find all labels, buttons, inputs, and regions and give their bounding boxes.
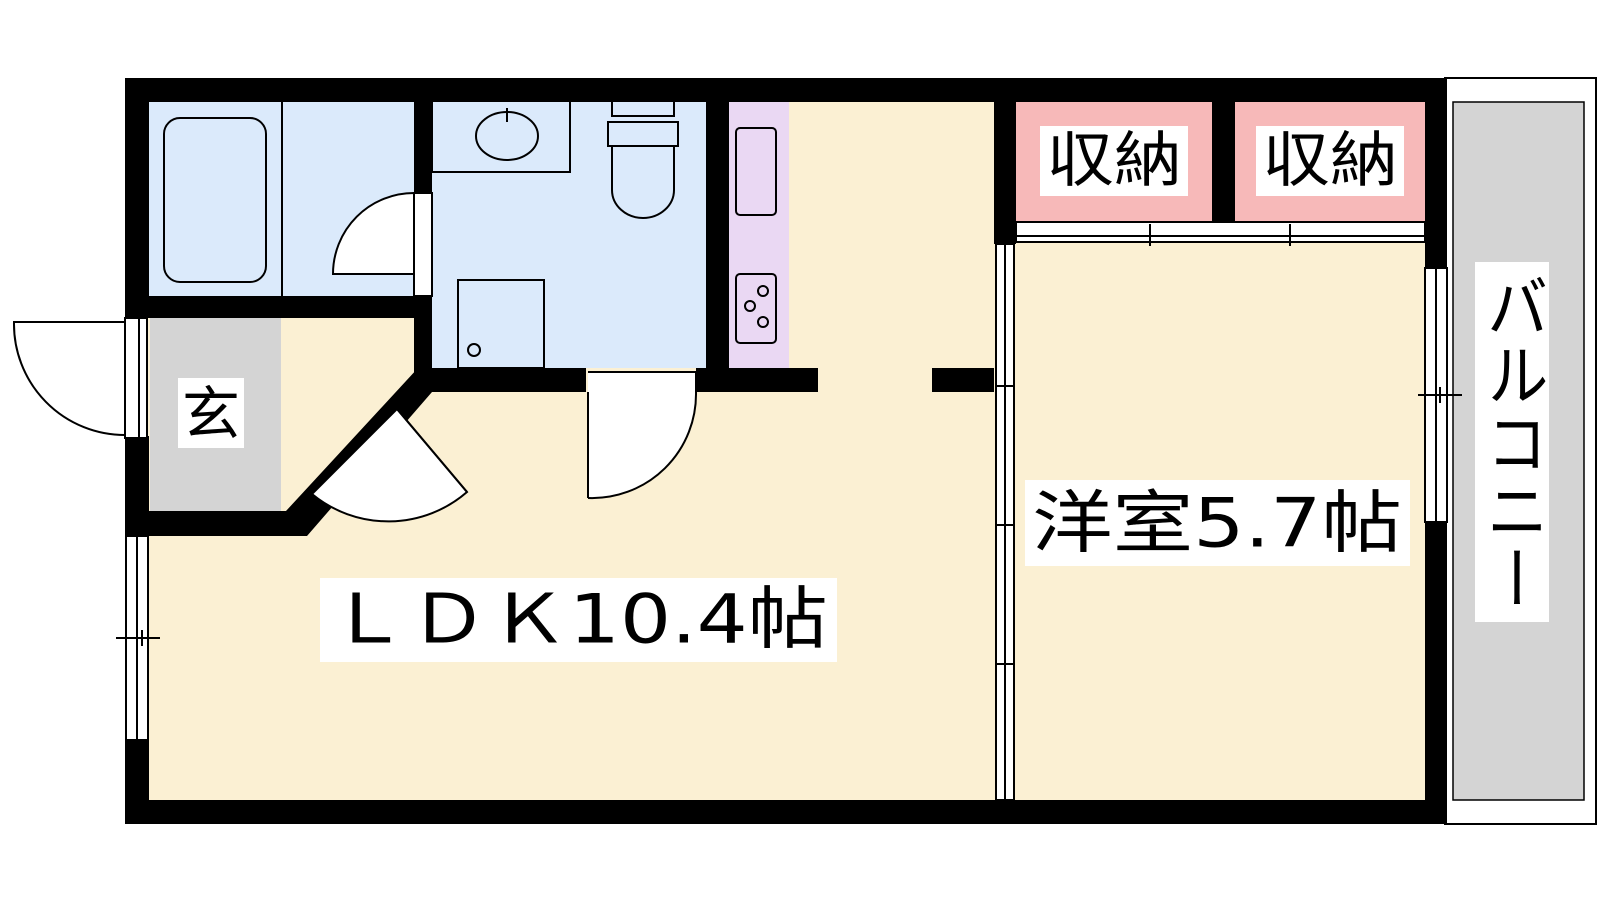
bath-door-swing [331, 191, 415, 275]
front-door-frame [124, 317, 148, 439]
toilet-bowl [611, 146, 675, 219]
outer-wall-bottom [125, 800, 1445, 824]
ldk-label: ＬＤＫ10.4帖 [328, 581, 828, 660]
bath-wall-bottom [147, 296, 432, 318]
kitchen-wall [706, 100, 729, 390]
toilet-seat-top [607, 121, 679, 147]
outer-wall-right-upper [1425, 78, 1447, 268]
partition-stub [932, 368, 994, 392]
burner-2 [744, 300, 756, 312]
outer-wall-top [125, 78, 1445, 102]
entrance-label-bg [178, 378, 244, 448]
outer-wall-right-lower [1425, 522, 1447, 824]
washing-machine [457, 279, 545, 369]
windows [116, 221, 1462, 801]
kitchen-counter [729, 100, 789, 368]
balcony-label: バルコニー [1476, 272, 1549, 612]
stove [735, 273, 777, 344]
kitchen-sink [735, 127, 777, 216]
storage-2-label-bg [1256, 126, 1404, 196]
wet-wall-bottom-left [432, 368, 586, 392]
ldk-label-bg [320, 578, 837, 662]
burner-3 [757, 316, 769, 328]
labels: ＬＤＫ10.4帖 洋室5.7帖 玄 収納 収納 バルコニー [178, 126, 1549, 662]
entrance-interior-door-swing[interactable] [310, 407, 469, 523]
storage-sliding-doors[interactable] [1015, 221, 1426, 243]
wet-wall-left [414, 296, 432, 386]
storage-divider [1212, 100, 1235, 222]
wet-room-door-swing[interactable] [587, 371, 698, 500]
storage-wall-left [994, 100, 1016, 244]
bath-wall-right [414, 100, 432, 193]
bath-door-jamb [413, 192, 433, 297]
burner-1 [757, 285, 769, 297]
toilet-tank [611, 99, 675, 117]
balcony-label-bg [1475, 262, 1549, 622]
front-door-swing[interactable] [12, 321, 126, 436]
kitchen-fixtures [735, 127, 777, 344]
outer-wall-left-lower [125, 740, 149, 824]
western-label-bg [1025, 480, 1410, 566]
storage-1-label-bg [1040, 126, 1188, 196]
storage-1-label: 収納 [1046, 126, 1182, 196]
bathroom-fixtures [163, 99, 679, 369]
entrance-label: 玄 [182, 380, 240, 448]
sink-counter [431, 99, 571, 173]
entrance-door-leaf-edge [396, 408, 468, 493]
outer-wall-left-upper [125, 78, 149, 318]
bathtub [163, 117, 267, 283]
doors [12, 317, 698, 523]
western-room-label: 洋室5.7帖 [1032, 485, 1402, 564]
drain [467, 343, 481, 357]
storage-2-label: 収納 [1262, 126, 1398, 196]
